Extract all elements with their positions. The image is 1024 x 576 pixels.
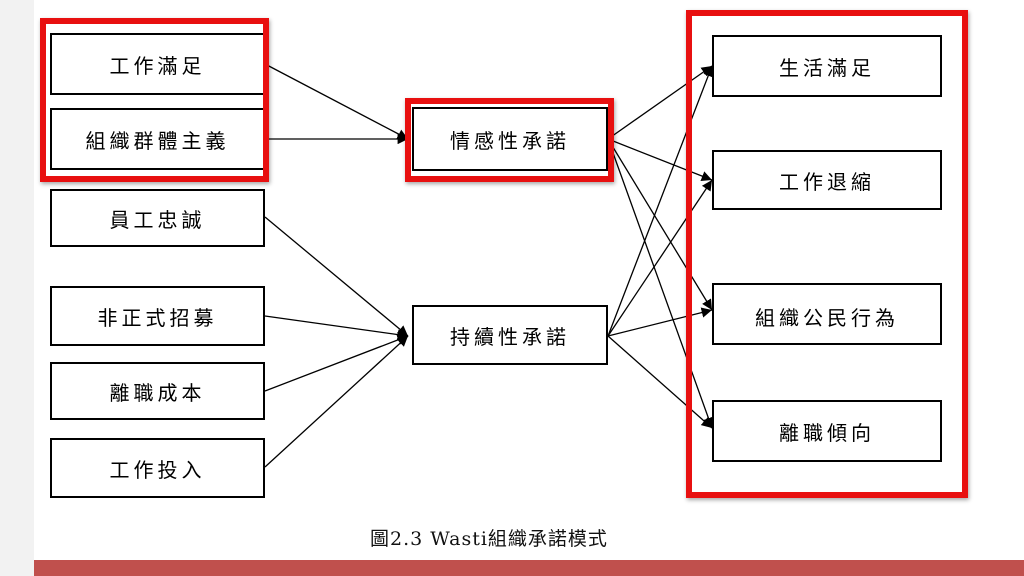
arrow-continuance-to-withdrawal bbox=[607, 179, 713, 337]
arrow-affective-to-life-satisfaction bbox=[607, 65, 713, 140]
arrow-continuance-to-ocb bbox=[607, 307, 713, 337]
arrow-job-involvement-to-continuance bbox=[264, 335, 409, 468]
box-ocb: 組織公民行為 bbox=[712, 283, 942, 345]
box-job-involvement: 工作投入 bbox=[50, 438, 265, 498]
box-continuance-commitment: 持續性承諾 bbox=[412, 305, 608, 365]
box-turnover-intention: 離職傾向 bbox=[712, 400, 942, 462]
box-job-satisfaction: 工作滿足 bbox=[50, 33, 265, 95]
arrow-continuance-to-turnover-intention bbox=[607, 335, 713, 429]
box-affective-commitment: 情感性承諾 bbox=[412, 107, 608, 171]
box-informal-recruitment: 非正式招募 bbox=[50, 286, 265, 346]
arrow-loyalty-to-continuance bbox=[264, 216, 409, 337]
box-employee-loyalty: 員工忠誠 bbox=[50, 189, 265, 247]
arrow-continuance-to-life-satisfaction bbox=[607, 65, 714, 337]
box-life-satisfaction: 生活滿足 bbox=[712, 35, 942, 97]
arrow-affective-to-withdrawal bbox=[607, 138, 713, 182]
slide-bottom-bar bbox=[34, 560, 1024, 576]
box-org-collectivism: 組織群體主義 bbox=[50, 108, 265, 170]
arrow-turnover-cost-to-continuance bbox=[264, 334, 409, 392]
figure-caption: 圖2.3 Wasti組織承諾模式 bbox=[370, 528, 608, 550]
arrow-job-satisfaction-to-affective bbox=[264, 63, 409, 140]
arrow-recruitment-to-continuance bbox=[264, 315, 409, 340]
arrow-affective-to-turnover-intention bbox=[607, 138, 714, 429]
box-turnover-cost: 離職成本 bbox=[50, 362, 265, 420]
box-work-withdrawal: 工作退縮 bbox=[712, 150, 942, 210]
arrow-affective-to-ocb bbox=[607, 138, 713, 311]
